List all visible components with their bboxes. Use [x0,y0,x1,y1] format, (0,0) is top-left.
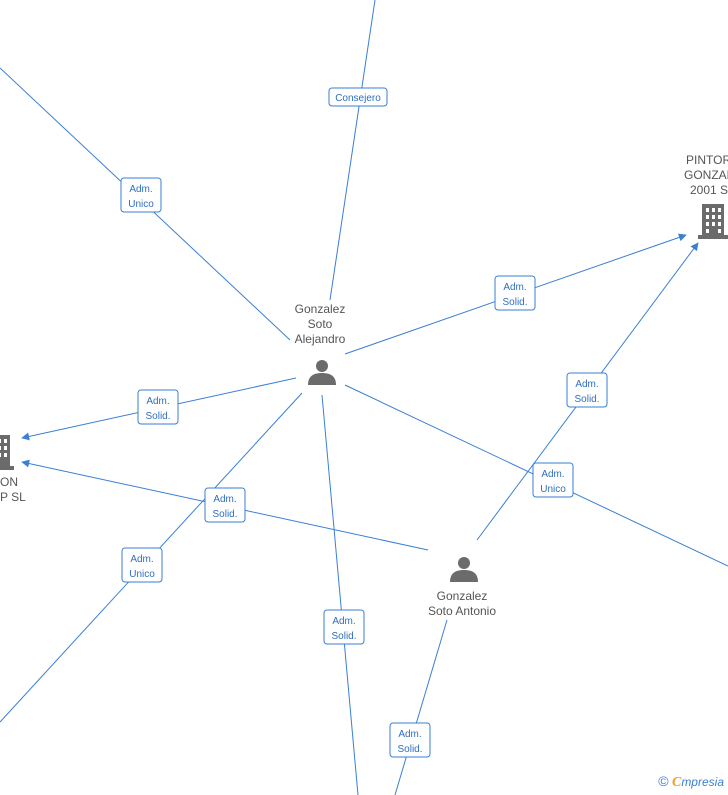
node-person-alejandro[interactable]: Gonzalez Soto Alejandro [295,302,346,385]
edge-label-text: Adm. [398,729,421,740]
footer-brand: © Cmpresia [658,773,724,791]
node-label-line: Gonzalez [295,302,346,316]
edge-label-text: Solid. [212,509,237,520]
node-company-left[interactable]: ON P SL [0,435,26,504]
edge-labels: Consejero Adm. Unico Adm. Solid. Adm. So… [120,87,608,758]
building-icon [698,204,728,239]
node-label-line: ON [0,475,18,489]
edge-label-text: Unico [129,569,155,580]
edge-label-adm-solid-bottom-antonio[interactable]: Adm. Solid. [389,722,431,758]
person-icon [308,360,336,385]
edge-label-text: Adm. [146,396,169,407]
node-label-line: GONZAL [684,168,728,182]
edge-label-text: Adm. [332,616,355,627]
edge-adm-solid-bottom-alejandro[interactable] [321,394,359,795]
node-label-line: Gonzalez [437,589,488,603]
brand-initial: C [671,775,682,790]
edge-label-adm-solid-pintor-alejandro[interactable]: Adm. Solid. [494,275,536,311]
edge-label-text: Solid. [574,394,599,405]
edge-label-adm-unico-right[interactable]: Adm. Unico [532,462,574,498]
edge-label-text: Consejero [335,93,381,104]
nodes: Gonzalez Soto Alejandro Gonzalez Soto An… [0,153,728,618]
node-label-line: Soto Antonio [428,604,496,618]
edge-label-adm-solid-left-alejandro[interactable]: Adm. Solid. [137,389,179,425]
node-company-pintor[interactable]: PINTORI GONZAL 2001 S [684,153,728,239]
edge-label-adm-solid-bottom-alejandro[interactable]: Adm. Solid. [323,609,365,645]
node-label-line: Alejandro [295,332,346,346]
node-label-line: PINTORI [686,153,728,167]
edge-adm-solid-bottom-antonio[interactable] [394,619,448,795]
edge-label-text: Adm. [213,494,236,505]
copyright-symbol: © [658,773,669,789]
edge-label-text: Solid. [502,297,527,308]
node-label-line: P SL [0,490,26,504]
edge-label-adm-unico-bottomleft[interactable]: Adm. Unico [121,547,163,583]
edge-label-text: Adm. [130,554,153,565]
edge-label-adm-solid-left-antonio[interactable]: Adm. Solid. [204,487,246,523]
edge-label-text: Unico [540,484,566,495]
node-person-antonio[interactable]: Gonzalez Soto Antonio [428,557,496,618]
edge-label-text: Adm. [575,379,598,390]
edge-label-text: Adm. [541,469,564,480]
edge-label-text: Solid. [331,631,356,642]
building-icon [0,435,14,470]
edge-label-text: Adm. [129,184,152,195]
edge-consejero[interactable] [329,0,376,301]
edge-label-adm-solid-pintor-antonio[interactable]: Adm. Solid. [566,372,608,408]
person-icon [450,557,478,582]
node-label-line: 2001 S [690,183,728,197]
edge-label-text: Unico [128,199,154,210]
brand-name: mpresia [681,775,724,789]
edge-label-text: Solid. [397,744,422,755]
node-label-line: Soto [308,317,333,331]
edge-label-text: Solid. [145,411,170,422]
edge-label-adm-unico-topleft[interactable]: Adm. Unico [120,177,162,213]
edge-label-text: Adm. [503,282,526,293]
edge-label-consejero[interactable]: Consejero [328,87,388,107]
